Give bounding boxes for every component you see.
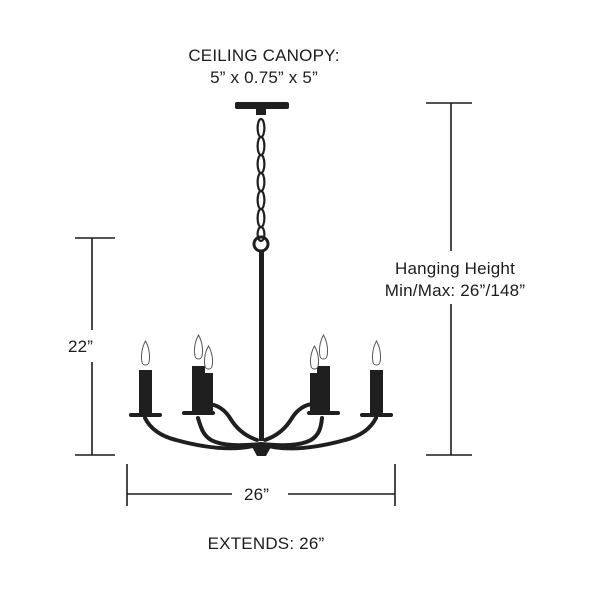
- hanging-height-dimensions: Min/Max: 26”/148”: [384, 281, 526, 300]
- candle-holders: [129, 366, 393, 417]
- extends-label: EXTENDS: 26”: [207, 534, 325, 553]
- chain: [252, 117, 270, 253]
- fixture-width-dimension-line: [126, 464, 396, 506]
- chandelier: [129, 102, 393, 456]
- fixture-height-label: 22”: [68, 337, 94, 356]
- hanging-height-dimension-line: [426, 102, 472, 456]
- fixture-height-dimension-line: [75, 237, 115, 456]
- canopy-dimensions: 5” x 0.75” x 5”: [210, 68, 318, 87]
- hanging-height-title: Hanging Height: [395, 259, 515, 278]
- ceiling-canopy: [235, 102, 289, 109]
- fixture-width-label: 26”: [244, 485, 270, 504]
- canopy-title: CEILING CANOPY:: [188, 46, 340, 65]
- arms: [143, 402, 378, 451]
- center-stem: [259, 251, 264, 441]
- bulbs: [140, 333, 382, 370]
